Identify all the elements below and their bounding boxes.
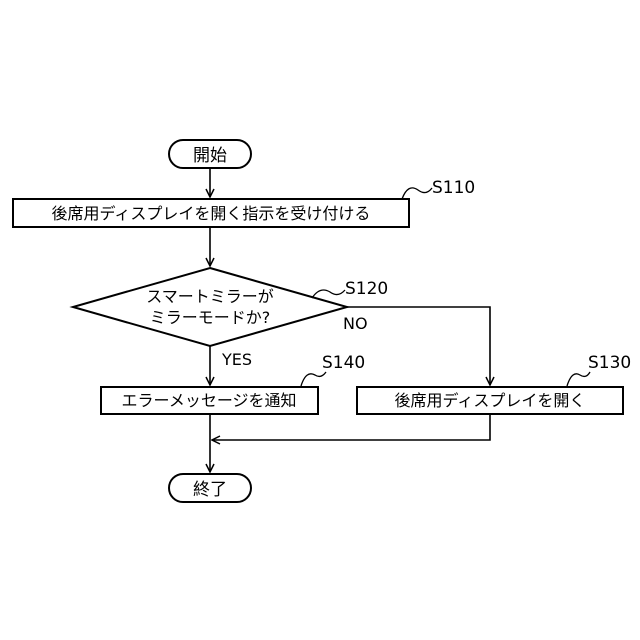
step-s130-ref: S130 [588,353,631,373]
step-s140-leader [301,372,326,386]
decision-s120-ref: S120 [345,279,388,299]
start-label: 開始 [193,146,227,166]
branch-no-label: NO [343,314,368,333]
branch-yes-label: YES [221,350,252,369]
step-s110-ref: S110 [432,178,475,198]
step-s130-label: 後席用ディスプレイを開く [395,391,586,410]
step-s110-label: 後席用ディスプレイを開く指示を受け付ける [52,204,371,223]
decision-s120-diamond [73,268,347,346]
end-label: 終了 [193,480,227,500]
connector-no-branch [347,307,490,385]
decision-s120-leader [312,290,345,298]
step-s130-leader [567,372,590,386]
connector-s130-merge [212,414,490,440]
decision-s120-line2: ミラーモードか? [150,308,271,327]
step-s140-label: エラーメッセージを通知 [121,391,296,410]
decision-s120-line1: スマートミラーが [146,287,274,306]
step-s140-ref: S140 [322,353,365,373]
step-s110-leader [402,188,432,199]
